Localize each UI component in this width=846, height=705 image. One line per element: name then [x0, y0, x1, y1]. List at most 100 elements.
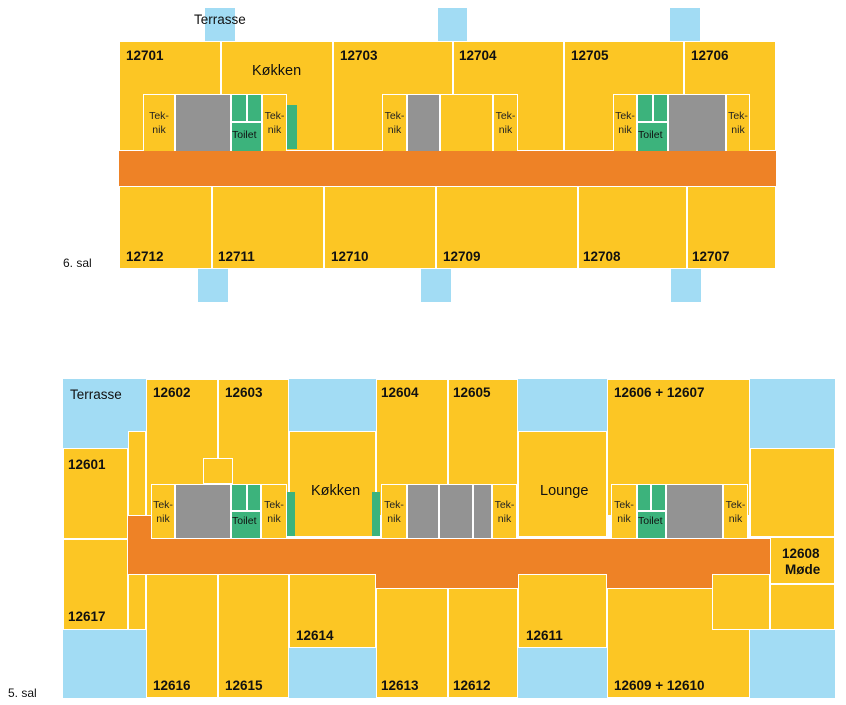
toilet-stall-6-1a	[231, 94, 247, 122]
toilet-6-1-label: Toilet	[232, 129, 257, 141]
tech-shaft-5-2b	[439, 484, 473, 539]
teknik-6-3: Tek- nik	[382, 94, 407, 152]
room-label-12604: 12604	[381, 385, 419, 400]
teknik-6-1: Tek- nik	[143, 94, 175, 152]
kitchen-5[interactable]	[289, 431, 376, 537]
toilet-5-1[interactable]	[231, 511, 261, 539]
room-12613[interactable]	[376, 588, 448, 698]
toilet-stall-6-1b	[247, 94, 262, 122]
toilet-stall-5-1a	[231, 484, 247, 511]
teknik-5-3: Tek- nik	[381, 484, 407, 539]
toilet-stall-6-2b	[653, 94, 668, 122]
floor-6-label: 6. sal	[63, 256, 92, 270]
room-12612[interactable]	[448, 588, 518, 698]
tech-shaft-6-2	[407, 94, 440, 152]
room-right-small	[770, 584, 835, 630]
room-12710[interactable]	[324, 186, 436, 269]
green-strip-5-b	[372, 492, 380, 536]
corridor-5-lower-mid	[376, 574, 518, 588]
room-12615[interactable]	[218, 574, 289, 698]
room-label-12615: 12615	[225, 678, 263, 693]
room-12617[interactable]	[63, 539, 128, 630]
room-label-12701: 12701	[126, 48, 164, 63]
teknik-5-6: Tek- nik	[723, 484, 748, 539]
toilet-5-2-label: Toilet	[638, 515, 663, 527]
room-label-12703: 12703	[340, 48, 378, 63]
tech-shaft-6-3	[668, 94, 726, 152]
room-label-12709: 12709	[443, 249, 481, 264]
room-label-12612: 12612	[453, 678, 491, 693]
terrace-5-top-right	[750, 379, 835, 448]
room-label-12712: 12712	[126, 249, 164, 264]
room-12614[interactable]	[289, 574, 376, 648]
teknik-5-1: Tek- nik	[151, 484, 175, 539]
room-12707[interactable]	[687, 186, 776, 269]
room-12609-annex	[712, 574, 770, 630]
toilet-6-1[interactable]	[231, 122, 262, 152]
terrace-5-bottom-right	[750, 630, 835, 698]
tech-shaft-5-3	[666, 484, 723, 539]
toilet-6-2-label: Toilet	[638, 129, 663, 141]
toilet-stall-5-2a	[637, 484, 651, 511]
teknik-5-5: Tek- nik	[611, 484, 637, 539]
tech-shaft-5-1	[175, 484, 231, 539]
toilet-5-1-label: Toilet	[232, 515, 257, 527]
room-label-12616: 12616	[153, 678, 191, 693]
meeting-label: Møde	[785, 562, 821, 577]
corridor-5-upper	[128, 516, 151, 539]
teknik-6-4: Tek- nik	[493, 94, 518, 152]
room-12708[interactable]	[578, 186, 687, 269]
room-12616-annex	[128, 574, 146, 630]
room-12712[interactable]	[119, 186, 212, 269]
room-12616[interactable]	[146, 574, 218, 698]
room-12711[interactable]	[212, 186, 324, 269]
room-label-12614: 12614	[296, 628, 334, 643]
room-12606-annex	[750, 448, 835, 537]
terrace-6-top-left	[205, 8, 235, 41]
lounge-5[interactable]	[518, 431, 607, 537]
meeting-room-12608[interactable]	[770, 537, 835, 584]
room-label-12605: 12605	[453, 385, 491, 400]
teknik-6-2: Tek- nik	[262, 94, 287, 152]
room-label-12606-12607: 12606 + 12607	[614, 385, 705, 400]
room-label-12611: 12611	[526, 628, 563, 643]
room-label-12602: 12602	[153, 385, 191, 400]
green-strip-5-a	[287, 492, 295, 536]
terrace-6-top-mid	[438, 8, 467, 41]
terrace-6-label: Terrasse	[194, 12, 246, 27]
room-12611[interactable]	[518, 574, 607, 648]
teknik-6-6: Tek- nik	[726, 94, 750, 152]
room-label-12601: 12601	[68, 457, 106, 472]
terrace-5-top-3	[518, 379, 607, 431]
floor-5-label: 5. sal	[8, 686, 37, 700]
terrace-6-bottom-mid	[421, 269, 451, 302]
terrace-6-bottom-right	[671, 269, 701, 302]
green-strip-6	[287, 105, 297, 149]
teknik-6-5: Tek- nik	[613, 94, 637, 152]
tech-shaft-5-2c	[473, 484, 492, 539]
room-12601[interactable]	[63, 448, 128, 539]
room-label-12706: 12706	[691, 48, 729, 63]
shaft-box-5	[203, 458, 233, 484]
kitchen-6-label: Køkken	[252, 63, 302, 79]
lounge-5-label: Lounge	[540, 483, 589, 499]
teknik-5-4: Tek- nik	[492, 484, 517, 539]
room-label-12705: 12705	[571, 48, 609, 63]
terrace-6-top-right	[670, 8, 700, 41]
teknik-5-2: Tek- nik	[261, 484, 287, 539]
room-12602-annex	[128, 431, 146, 516]
room-label-12613: 12613	[381, 678, 419, 693]
terrace-6-bottom-left	[198, 269, 228, 302]
room-label-12708: 12708	[583, 249, 621, 264]
toilet-5-2[interactable]	[637, 511, 666, 539]
room-label-12704: 12704	[459, 48, 497, 63]
toilet-stall-5-1b	[247, 484, 261, 511]
room-label-12608: 12608	[782, 546, 820, 561]
room-label-12710: 12710	[331, 249, 369, 264]
room-12709[interactable]	[436, 186, 578, 269]
kitchen-5-label: Køkken	[311, 483, 361, 499]
toilet-stall-6-2a	[637, 94, 653, 122]
room-label-12707: 12707	[692, 249, 730, 264]
toilet-stall-5-2b	[651, 484, 666, 511]
corridor-5-lower-right	[607, 574, 712, 588]
